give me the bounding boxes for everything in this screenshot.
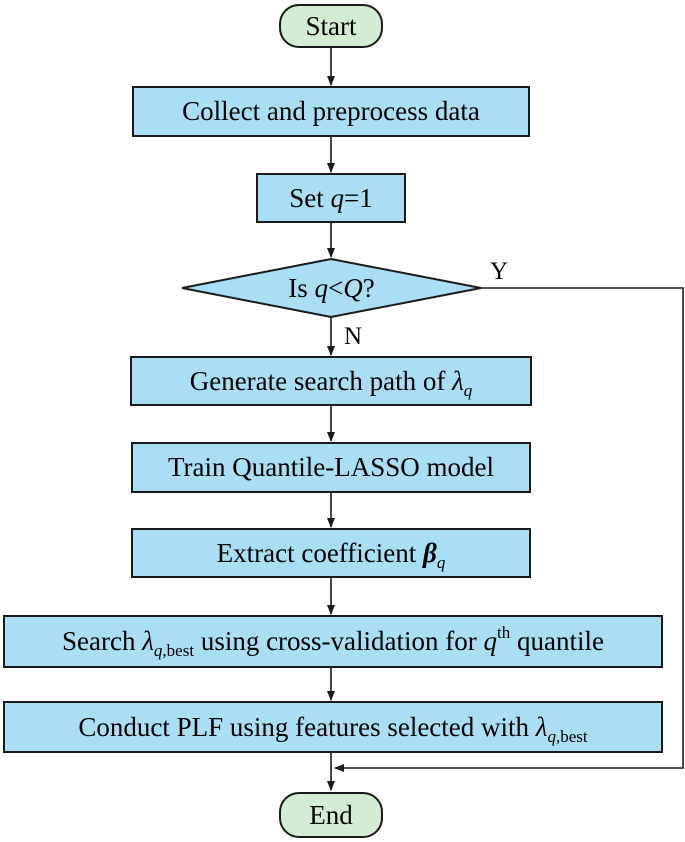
- yes-label: Y: [490, 258, 509, 285]
- no-label: N: [344, 323, 363, 350]
- arrow-yes-branch: [334, 287, 684, 772]
- extract-coef-step: Extract coefficient βq: [131, 528, 531, 578]
- train-model-step: Train Quantile-LASSO model: [131, 442, 531, 493]
- conduct-plf-step: Conduct PLF using features selected with…: [3, 701, 663, 753]
- end-terminal: End: [279, 792, 383, 838]
- generate-path-step: Generate search path of λq: [130, 356, 532, 406]
- decision-label: Is q<Q?: [288, 272, 375, 303]
- conduct-plf-label: Conduct PLF using features selected with…: [78, 711, 588, 746]
- decision-label-box: Is q<Q?: [182, 259, 481, 317]
- collect-data-step: Collect and preprocess data: [132, 86, 530, 137]
- generate-path-label: Generate search path of λq: [189, 365, 473, 400]
- set-q-step: Set q=1: [256, 173, 406, 223]
- start-terminal: Start: [279, 4, 383, 48]
- search-lambda-step: Search λq,best using cross-validation fo…: [3, 615, 663, 668]
- start-label: Start: [305, 10, 357, 41]
- train-model-label: Train Quantile-LASSO model: [168, 452, 494, 482]
- extract-coef-label: Extract coefficient βq: [216, 537, 446, 572]
- end-label: End: [309, 799, 353, 830]
- collect-data-label: Collect and preprocess data: [182, 96, 480, 126]
- set-q-label: Set q=1: [289, 182, 373, 213]
- search-lambda-label: Search λq,best using cross-validation fo…: [62, 623, 604, 660]
- decision-diamond: [181, 257, 482, 319]
